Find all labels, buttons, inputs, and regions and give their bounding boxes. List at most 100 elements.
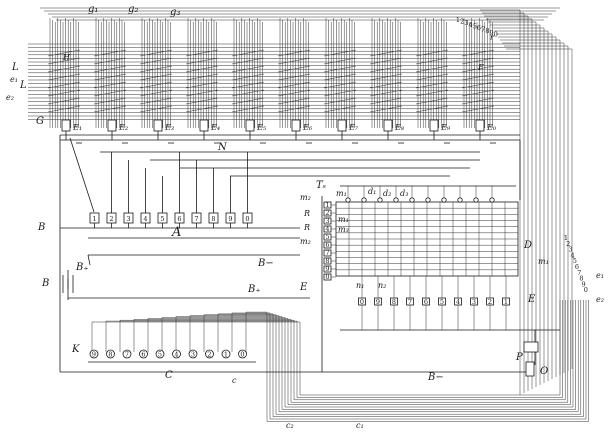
relay-coil bbox=[199, 119, 209, 132]
bank-diagonal bbox=[47, 89, 81, 97]
bank-diagonal bbox=[139, 73, 173, 81]
key-a-number: 5 bbox=[160, 215, 164, 223]
right-number: 4 bbox=[571, 251, 575, 259]
bottom-key: 5 bbox=[155, 349, 165, 359]
matrix-contact-number: 4 bbox=[325, 225, 329, 233]
bank-diagonal bbox=[461, 73, 495, 81]
label-m1-top: m₁ bbox=[336, 189, 347, 198]
label-e1-right: e₁ bbox=[596, 271, 604, 280]
bank-diagonal bbox=[461, 89, 495, 97]
matrix-lower-number: 2 bbox=[488, 298, 492, 306]
bank-diagonal bbox=[47, 97, 81, 105]
relay-label: E₆ bbox=[302, 123, 313, 132]
bank-diagonal bbox=[93, 49, 127, 57]
bottom-key-circle bbox=[89, 349, 99, 359]
bank-diagonal bbox=[415, 49, 449, 57]
right-cable bbox=[506, 48, 573, 369]
label-m1-mid: m₁ bbox=[338, 215, 349, 224]
bottom-key-number: 3 bbox=[191, 351, 195, 359]
label-a: A bbox=[171, 225, 181, 240]
matrix-top-contact bbox=[473, 197, 479, 203]
matrix-top-contact bbox=[393, 197, 399, 203]
bottom-cable bbox=[119, 300, 566, 401]
matrix-contact-number: 2 bbox=[325, 209, 329, 217]
bank-diagonal bbox=[47, 65, 81, 73]
right-cable bbox=[502, 42, 565, 373]
bank-diagonal bbox=[231, 65, 265, 73]
bottom-key: 9 bbox=[89, 349, 99, 359]
bank-diagonal bbox=[415, 57, 449, 65]
matrix-top-contact bbox=[409, 197, 415, 203]
bottom-key-circle bbox=[155, 349, 165, 359]
bank-diagonal bbox=[139, 57, 173, 65]
bank-diagonal bbox=[461, 97, 495, 105]
bottom-key-number: 2 bbox=[207, 351, 211, 359]
bank-diagonal bbox=[93, 105, 127, 113]
bottom-cable bbox=[175, 300, 576, 410]
label-g: G bbox=[36, 116, 44, 127]
relay-label: E₂ bbox=[118, 123, 128, 132]
bank-diagonal bbox=[47, 81, 81, 89]
label-g1: g₁ bbox=[88, 4, 98, 15]
bottom-key-circle bbox=[205, 349, 214, 359]
label-m3-mid: m₃ bbox=[338, 225, 349, 234]
label-ts: Tₛ bbox=[316, 180, 326, 191]
label-o: O bbox=[540, 366, 548, 377]
key-a: 7 bbox=[191, 212, 202, 228]
bottom-cable bbox=[91, 300, 561, 396]
bottom-key-circle bbox=[172, 349, 181, 359]
label-d3: d₃ bbox=[400, 189, 408, 198]
bank-diagonal bbox=[93, 89, 127, 97]
right-number: 8 bbox=[579, 275, 583, 283]
right-cable bbox=[494, 30, 549, 381]
bank-diagonal bbox=[231, 49, 265, 57]
bank-diagonal bbox=[185, 81, 219, 89]
top-number: 1 bbox=[456, 16, 460, 24]
key-a-number: 4 bbox=[143, 215, 147, 223]
bottom-key-circle bbox=[122, 349, 132, 359]
bank-diagonal bbox=[277, 49, 311, 57]
relay: E₆ bbox=[291, 119, 313, 144]
bank-diagonal bbox=[323, 49, 357, 57]
matrix-contact-number: 8 bbox=[325, 257, 329, 265]
relay: E₄ bbox=[199, 119, 220, 144]
bank-diagonal bbox=[231, 97, 265, 105]
bank-diagonal bbox=[139, 81, 173, 89]
bottom-key-circle bbox=[139, 349, 148, 359]
bank-diagonal bbox=[231, 81, 265, 89]
relay-label: E₅ bbox=[256, 123, 267, 132]
bank-diagonal bbox=[139, 89, 173, 97]
bank-diagonal bbox=[139, 65, 173, 73]
matrix-top-contact bbox=[345, 197, 351, 203]
label-l-mid: L bbox=[19, 80, 27, 91]
battery-symbol bbox=[62, 275, 74, 293]
bottom-key-number: 4 bbox=[174, 351, 178, 359]
bottom-key-number: 8 bbox=[108, 351, 112, 359]
matrix-contact-number: 3 bbox=[325, 217, 329, 225]
bank-diagonal bbox=[185, 97, 219, 105]
matrix-contact-number: 5 bbox=[325, 233, 329, 241]
bottom-cable bbox=[161, 300, 574, 408]
bank-diagonal bbox=[231, 57, 265, 65]
right-cable bbox=[490, 24, 541, 385]
label-c1: c₁ bbox=[356, 421, 364, 430]
bottom-key: 0 bbox=[238, 349, 247, 359]
bottom-key-number: 6 bbox=[141, 351, 145, 359]
bank-diagonal bbox=[47, 73, 81, 81]
label-h: H bbox=[62, 53, 71, 62]
bank-diagonal bbox=[139, 49, 173, 57]
bottom-cable bbox=[203, 300, 582, 415]
bank-diagonal bbox=[277, 57, 311, 65]
matrix-contact-number: 1 bbox=[325, 201, 329, 209]
bank-diagonal bbox=[277, 81, 311, 89]
bank-diagonal bbox=[369, 97, 403, 105]
right-cable bbox=[480, 9, 521, 395]
bank-diagonal bbox=[369, 65, 403, 73]
label-c: C bbox=[165, 370, 173, 381]
bank-diagonal bbox=[47, 105, 81, 113]
bank-diagonal bbox=[185, 57, 219, 65]
right-cable-bundle bbox=[480, 9, 573, 395]
bank-diagonal bbox=[415, 105, 449, 113]
label-b-minus-lower: B− bbox=[427, 372, 444, 383]
